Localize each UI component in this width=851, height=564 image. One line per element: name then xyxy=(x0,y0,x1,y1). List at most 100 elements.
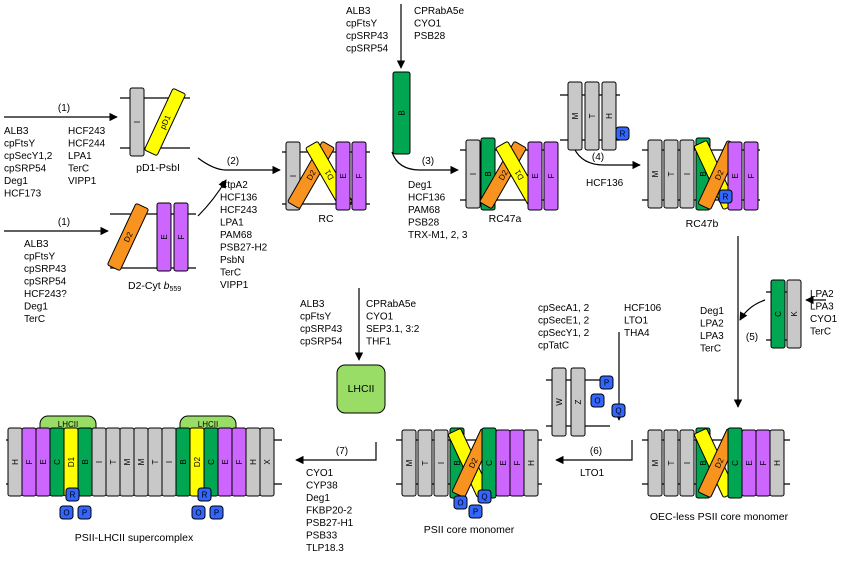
protein-label: O xyxy=(457,499,463,508)
subunit-label: D2 xyxy=(122,230,135,244)
subunit-super: C xyxy=(49,427,65,497)
protein-body xyxy=(77,505,92,520)
factor-step1a: cpFtsY xyxy=(4,139,35,150)
subunit-label: F xyxy=(759,460,768,465)
subunit-psbW: W xyxy=(551,367,567,437)
helix-body xyxy=(567,81,583,151)
protein-label: R xyxy=(202,491,208,500)
subunit-cp43: C xyxy=(727,427,743,499)
lhcii-body xyxy=(336,364,386,414)
factor-step2: HCF243 xyxy=(220,205,258,216)
protein-psb28: R xyxy=(197,487,212,502)
protein-psbQ: Q xyxy=(611,403,626,418)
subunit-super: F xyxy=(21,427,37,497)
helix-body xyxy=(417,429,433,497)
helix-body xyxy=(663,429,679,497)
subunit-super: X xyxy=(259,427,275,497)
protein-label: O xyxy=(195,509,201,518)
subunit-psbH: H xyxy=(769,429,785,497)
protein-body xyxy=(611,403,626,418)
factor-step5: LPA2 xyxy=(700,319,724,330)
helix-body xyxy=(743,141,759,211)
lhcii-complex: LHCII xyxy=(336,364,386,414)
helix-body xyxy=(601,81,617,151)
helix-body xyxy=(543,141,559,211)
label-psii-core-monomer: PSII core monomer xyxy=(424,524,515,536)
protein-body xyxy=(59,505,74,520)
subunit-super: M xyxy=(119,427,135,497)
subunit-label: B xyxy=(699,460,708,465)
subunit-label: K xyxy=(790,311,799,317)
subunit-label: B xyxy=(398,110,407,115)
subunit-psbI: I xyxy=(465,139,481,209)
subunit-label: F xyxy=(235,459,244,464)
subunit-label: F xyxy=(355,173,364,178)
factor-step1a: LPA1 xyxy=(68,151,92,162)
subunit-psbK: K xyxy=(786,279,802,349)
subunit-small: I xyxy=(433,429,449,497)
factor-step2: PAM68 xyxy=(220,230,252,241)
subunit-psbE: E xyxy=(335,141,351,211)
subunit-psbF: F xyxy=(351,141,367,211)
protein-psbP: P xyxy=(77,505,92,520)
factor-step2: CtpA2 xyxy=(220,180,248,191)
factor-step3: Deg1 xyxy=(408,180,432,191)
subunit-super: H xyxy=(245,427,261,497)
factor-step2: PsbN xyxy=(220,255,244,266)
arrow-step3 xyxy=(391,151,459,175)
factor-step1b: cpSRP43 xyxy=(24,264,67,275)
label-psii-lhcii-supercomplex: PSII-LHCII supercomplex xyxy=(75,532,194,544)
subunit-psbE: E xyxy=(495,429,511,497)
subunit-label: H xyxy=(773,460,782,466)
protein-body xyxy=(65,487,80,502)
subunit-small: M xyxy=(647,139,663,209)
factor-lhcii: CYO1 xyxy=(366,312,394,323)
subunit-label: C xyxy=(485,460,494,466)
subunit-label: I xyxy=(133,121,142,123)
factor-step1b: ALB3 xyxy=(24,239,49,250)
protein-body xyxy=(590,393,605,408)
step-5-label: (5) xyxy=(746,332,758,343)
subunit-pd1: pD1 xyxy=(144,88,186,156)
factor-cp47-in: cpSRP43 xyxy=(346,31,389,42)
helix-body xyxy=(570,367,586,437)
subunit-label: I xyxy=(683,462,692,464)
factor-step4: HCF136 xyxy=(586,178,624,189)
factor-step1a: HCF244 xyxy=(68,139,106,150)
factor-step5-right: TerC xyxy=(810,327,831,338)
factor-step3: PAM68 xyxy=(408,205,440,216)
helix-body xyxy=(647,139,663,209)
subunit-label: M xyxy=(123,458,132,465)
protein-psbP: P xyxy=(599,375,614,390)
helix-body xyxy=(173,202,189,272)
subunit-label: I xyxy=(289,175,298,177)
factor-step5: LPA3 xyxy=(700,331,724,342)
subunit-small: M xyxy=(401,429,417,497)
factor-step1a: cpSecY1,2 xyxy=(4,151,53,162)
subunit-super: T xyxy=(147,427,163,497)
subunit-label: I xyxy=(95,461,104,463)
subunit-label: B xyxy=(453,460,462,465)
helix-body xyxy=(129,87,145,157)
factor-cp47-in: CYO1 xyxy=(414,19,442,30)
factor-cp47-in: PSB28 xyxy=(414,31,446,42)
subunit-label: F xyxy=(747,173,756,178)
protein-body xyxy=(718,189,733,204)
factor-step2: HCF136 xyxy=(220,193,258,204)
subunit-label: D2 xyxy=(193,456,202,467)
factor-step6: cpSecY1, 2 xyxy=(538,328,590,339)
protein-psbP: P xyxy=(468,504,483,519)
factor-lhcii: cpFtsY xyxy=(300,312,331,323)
subunit-label: I xyxy=(469,173,478,175)
factor-step2: TerC xyxy=(220,268,241,279)
subunit-small: T xyxy=(663,139,679,209)
step-1b-label: (1) xyxy=(58,217,70,228)
factor-step6: cpTatC xyxy=(538,341,569,352)
subunit-label: M xyxy=(137,458,146,465)
factor-step5: Deg1 xyxy=(700,306,724,317)
protein-body xyxy=(209,505,224,520)
arrow-step7 xyxy=(295,442,377,465)
subunit-label: T xyxy=(109,459,118,464)
factor-step1a: VIPP1 xyxy=(68,176,97,187)
subunit-super: D2 xyxy=(189,427,205,497)
